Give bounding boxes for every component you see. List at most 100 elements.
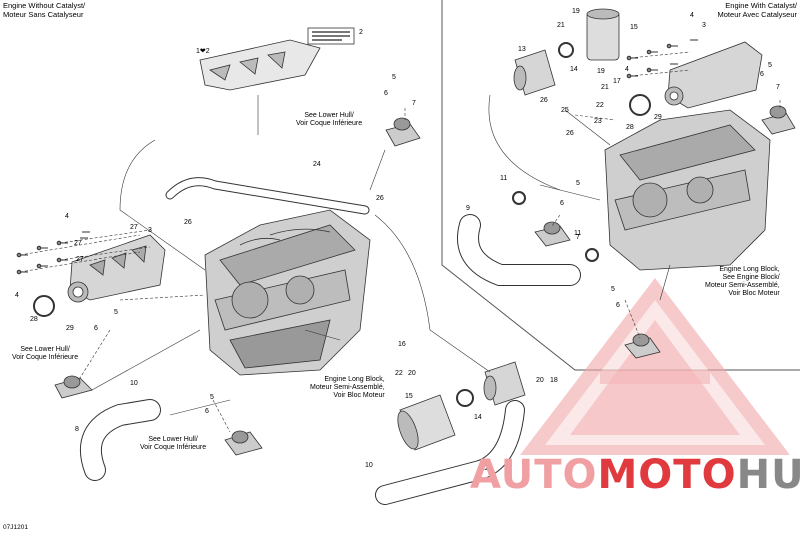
label-plate [307, 27, 355, 45]
watermark-auto: AUTO [470, 452, 598, 498]
callout-8: 8 [75, 426, 79, 433]
callout-21-b: 21 [601, 84, 609, 91]
exhaust-manifold-left [67, 234, 166, 303]
watermark-text: AUTOMOTOHUB [470, 452, 800, 498]
callout-5-left: 5 [114, 309, 118, 316]
callout-10-b: 10 [365, 462, 373, 469]
leader-lines-right [551, 51, 781, 339]
callout-10: 10 [130, 380, 138, 387]
callout-16: 16 [398, 341, 406, 348]
note-lower-hull-left: See Lower Hull/ Voir Coque Inférieure [12, 346, 79, 361]
exhaust-manifold-cover [199, 39, 321, 91]
figure-code: 07J1201 [3, 524, 28, 531]
engine-mount-top [385, 117, 421, 147]
watermark-hub: HUB [736, 452, 800, 498]
clamp-14-left [456, 389, 474, 407]
callout-12: 12 [481, 465, 489, 472]
callout-28-left: 28 [30, 316, 38, 323]
callout-15-left: 15 [405, 393, 413, 400]
engine-block-right [604, 109, 771, 271]
callout-26-left-2: 26 [184, 219, 192, 226]
engine-mount-left [54, 375, 93, 399]
engine-mount-bottom [224, 430, 263, 456]
callout-18: 18 [550, 377, 558, 384]
callout-1-2: 1❤2 [196, 48, 210, 55]
title-with-catalyst: Engine With Catalyst/ Moteur Avec Cataly… [717, 1, 797, 19]
callout-5-right: 5 [768, 62, 772, 69]
watermark-moto: MOTO [597, 452, 737, 498]
callout-2: 2 [359, 29, 363, 36]
callout-26-right-b: 26 [566, 130, 574, 137]
callout-11-b: 11 [574, 230, 582, 237]
callout-22: 22 [395, 370, 403, 377]
callout-17: 17 [613, 78, 621, 85]
guide-lines-left [91, 95, 491, 416]
callout-9: 9 [466, 205, 470, 212]
callout-6: 6 [384, 90, 388, 97]
catalyst-15-right [586, 8, 620, 61]
note-engine-block-right: Engine Long Block, See Engine Block/ Mot… [705, 266, 780, 297]
callout-7-right: 7 [776, 84, 780, 91]
bolts-left [16, 231, 90, 275]
engine-mount-right-top [761, 105, 796, 135]
callout-6-bottom: 6 [205, 408, 209, 415]
callout-21-a: 21 [557, 22, 565, 29]
guide-lines-right [488, 94, 671, 301]
callout-3-right: 3 [702, 22, 706, 29]
note-lower-hull-top: See Lower Hull/ Voir Coque Inférieure [296, 112, 363, 127]
callout-19-a: 19 [572, 8, 580, 15]
callout-3: 3 [148, 227, 152, 234]
callout-20-b: 20 [536, 377, 544, 384]
callout-20-a: 20 [408, 370, 416, 377]
engine-block-left [204, 209, 371, 376]
tube-fitting-left [483, 361, 526, 406]
note-lower-hull-bottom: See Lower Hull/ Voir Coque Inférieure [140, 436, 207, 451]
engine-mount-right-bottom [624, 333, 661, 359]
callout-14-left: 14 [474, 414, 482, 421]
callout-13: 13 [518, 46, 526, 53]
callout-23: 23 [594, 118, 602, 125]
bolts-right [626, 39, 698, 79]
callout-6-right-mid: 6 [560, 200, 564, 207]
clamp-14-right [558, 42, 574, 58]
callout-25: 25 [561, 107, 569, 114]
exhaust-manifold-right [664, 41, 763, 109]
callout-6-left: 6 [94, 325, 98, 332]
tube-fitting-right [513, 49, 556, 96]
callout-5-bottom: 5 [210, 394, 214, 401]
clamp-11-bottom [585, 248, 599, 262]
callout-14-right: 14 [570, 66, 578, 73]
callout-5-right-mid: 5 [576, 180, 580, 187]
callout-19-b: 19 [597, 68, 605, 75]
engine-mount-right-mid [534, 221, 571, 247]
callout-5-right-bot: 5 [611, 286, 615, 293]
callout-6-right-bot: 6 [616, 302, 620, 309]
callout-4-right-b: 4 [625, 66, 629, 73]
title-without-catalyst: Engine Without Catalyst/ Moteur Sans Cat… [3, 1, 86, 19]
callout-28-right: 28 [626, 124, 634, 131]
leader-lines-left [19, 108, 406, 433]
callout-27-c: 27 [76, 256, 84, 263]
watermark-logo [520, 278, 790, 455]
callout-26-right-a: 26 [540, 97, 548, 104]
callout-27-a: 27 [130, 224, 138, 231]
clamp-11-top [512, 191, 526, 205]
callout-29-right: 29 [654, 114, 662, 121]
callout-7: 7 [412, 100, 416, 107]
clamp-28-left [33, 295, 55, 317]
muffler-15-left [397, 394, 456, 451]
note-engine-block-left: Engine Long Block, Moteur Semi-Assemblé,… [310, 376, 385, 399]
callout-26-left: 26 [376, 195, 384, 202]
callout-6-right: 6 [760, 71, 764, 78]
callout-15-right: 15 [630, 24, 638, 31]
callout-5: 5 [392, 74, 396, 81]
callout-4-b: 4 [15, 292, 19, 299]
callout-22-right: 22 [596, 102, 604, 109]
callout-27-b: 27 [74, 240, 82, 247]
callout-7-right-mid: 7 [576, 234, 580, 241]
callout-4-a: 4 [65, 213, 69, 220]
callout-11-a: 11 [500, 175, 508, 182]
callout-24: 24 [313, 161, 321, 168]
callout-29-left: 29 [66, 325, 74, 332]
